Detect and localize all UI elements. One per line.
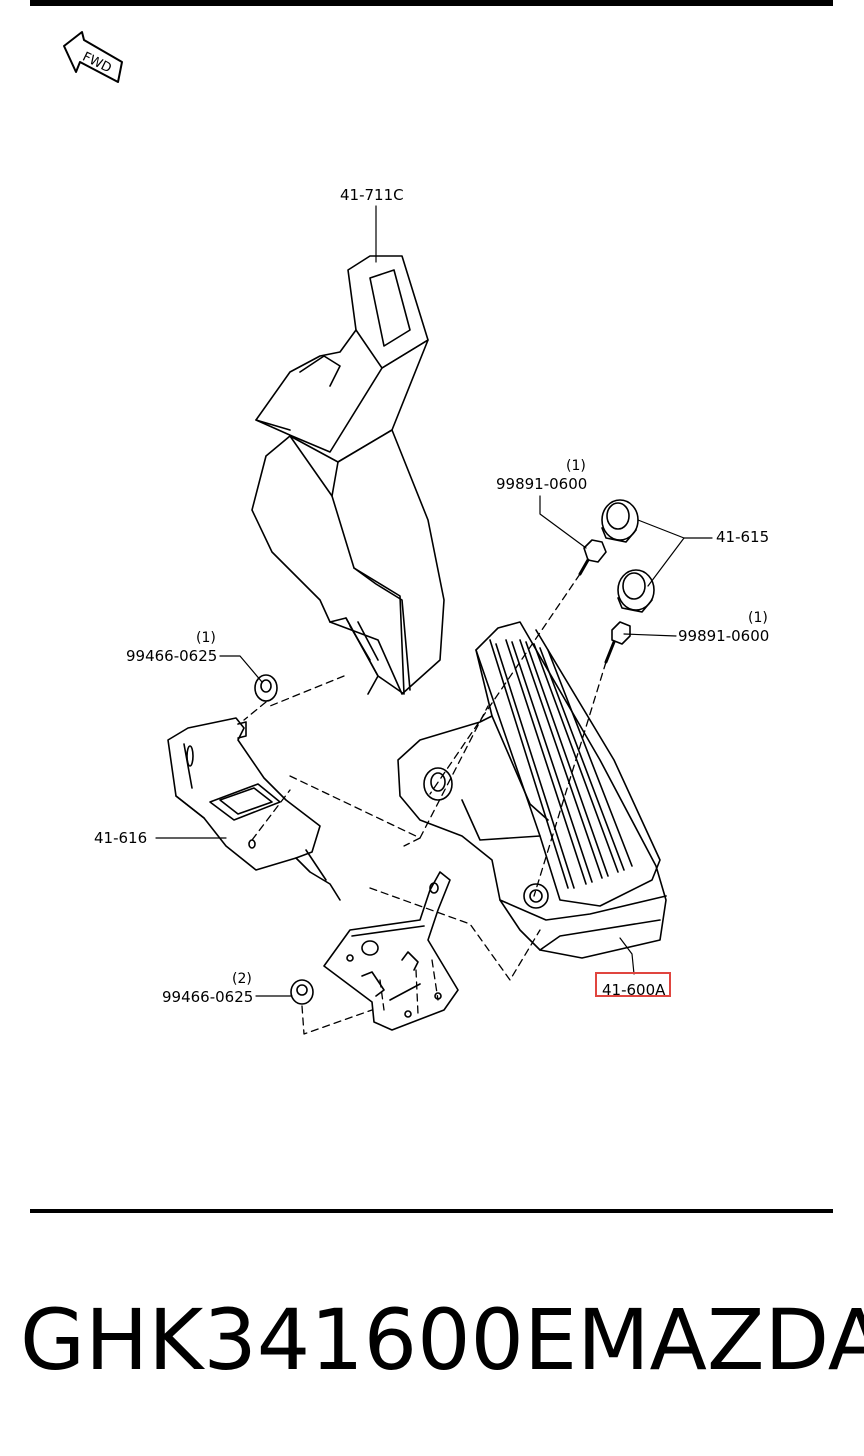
top-rule bbox=[30, 0, 833, 6]
callout-41-711C: 41-711C bbox=[340, 186, 404, 204]
qty-99891-right: (1) bbox=[748, 610, 768, 626]
qty-99466-lower: (2) bbox=[232, 971, 252, 987]
accelerator-pedal-part bbox=[397, 621, 667, 959]
leader-lines bbox=[155, 205, 713, 997]
callout-41-615: 41-615 bbox=[716, 528, 770, 546]
grommet-lower bbox=[617, 569, 655, 613]
callout-41-600A: 41-600A bbox=[602, 981, 666, 999]
highlight-box bbox=[595, 972, 671, 997]
qty-99891-upper: (1) bbox=[566, 458, 586, 474]
callout-99466-lower: 99466-0625 bbox=[162, 988, 254, 1006]
brand-name: MAZDA bbox=[577, 1291, 864, 1389]
fwd-arrow-icon: FWD bbox=[63, 31, 123, 83]
qty-99466-upper: (1) bbox=[196, 630, 216, 646]
footer: GHK341600E MAZDA bbox=[20, 1290, 864, 1390]
bolt-right bbox=[604, 621, 631, 664]
bracket-part bbox=[167, 717, 341, 901]
grommet-upper bbox=[601, 499, 639, 543]
mounting-bracket-part bbox=[323, 871, 459, 1031]
pedal-cover-part bbox=[251, 255, 445, 695]
callout-99466-upper: 99466-0625 bbox=[126, 647, 218, 665]
bottom-rule bbox=[30, 1209, 833, 1213]
assembly-lines bbox=[243, 573, 607, 1035]
nut-upper bbox=[254, 674, 278, 702]
part-number: GHK341600E bbox=[20, 1291, 578, 1389]
bolt-upper bbox=[578, 539, 607, 576]
nut-lower bbox=[290, 979, 314, 1005]
callout-99891-right: 99891-0600 bbox=[678, 627, 770, 645]
callout-99891-upper: 99891-0600 bbox=[496, 475, 588, 493]
callout-41-616: 41-616 bbox=[94, 829, 148, 847]
parts-diagram: FWD bbox=[63, 31, 713, 1035]
